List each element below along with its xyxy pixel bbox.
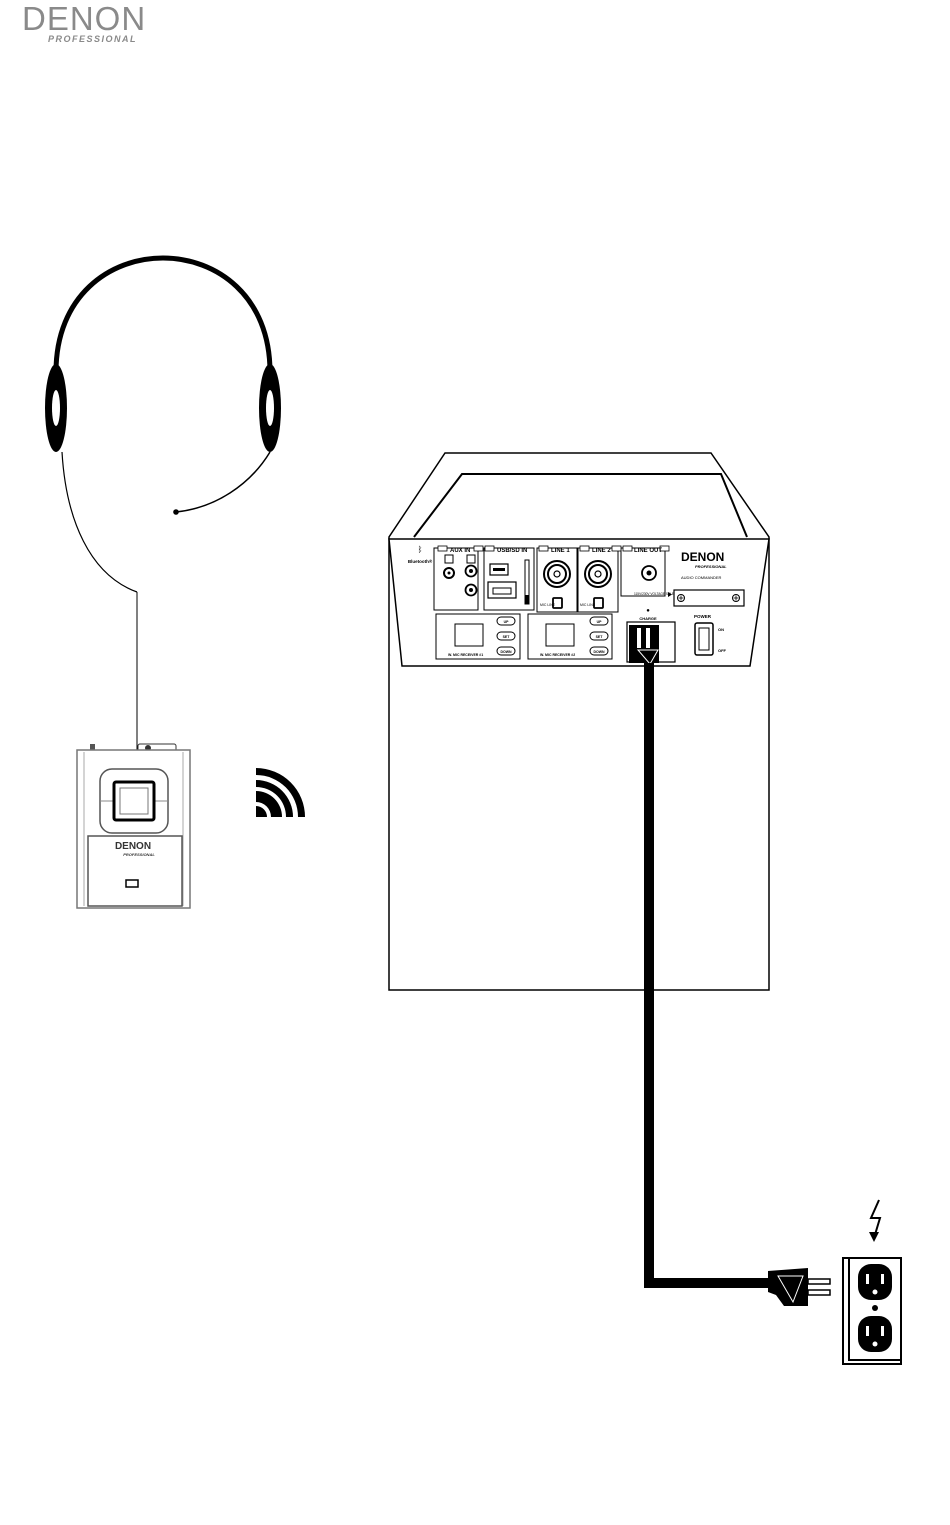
line1-mic-line: MIC LINE [540, 603, 556, 607]
wireless-signal-icon [256, 768, 305, 817]
headset-icon [45, 258, 281, 750]
beltpack-brand: DENON [115, 841, 151, 852]
receiver2-set-label: SET [596, 635, 604, 639]
line2-label: LINE 2 [592, 548, 611, 554]
power-on-label: ON [718, 627, 724, 632]
wall-outlet [843, 1258, 901, 1364]
beltpack-transmitter: DENON PROFESSIONAL [77, 744, 190, 908]
receiver2-up-label: UP [597, 620, 603, 624]
model-label: AUDIO COMMANDER [681, 575, 722, 580]
receiver1-set-label: SET [503, 635, 511, 639]
aux-in-label: AUX IN [450, 548, 470, 554]
speaker-cabinet [389, 453, 769, 990]
panel-brand: DENON [681, 550, 724, 564]
line-out-label: LINE OUT [634, 548, 662, 554]
rear-control-panel: ᛒ Bluetooth® AUX IN USB/SD IN LINE 1 LIN… [389, 539, 769, 666]
line1-label: LINE 1 [551, 548, 570, 554]
line2-mic-line: MIC LINE [580, 603, 596, 607]
bluetooth-label: Bluetooth® [408, 558, 433, 564]
panel-brand-sub: PROFESSIONAL [695, 564, 727, 569]
power-label: POWER [694, 614, 712, 619]
receiver2-down-label: DOWN [593, 650, 605, 654]
receiver1-down-label: DOWN [500, 650, 512, 654]
receiver1-label: W. MIC RECEIVER #1 [448, 653, 483, 657]
receiver2-label: W. MIC RECEIVER #2 [540, 653, 575, 657]
receiver1-up-label: UP [504, 620, 510, 624]
beltpack-brand-sub: PROFESSIONAL [123, 852, 155, 857]
power-off-label: OFF [718, 648, 727, 653]
charge-indicator-icon: ● [646, 608, 650, 614]
bluetooth-icon: ᛒ [418, 545, 423, 554]
lightning-bolt-icon [869, 1200, 880, 1242]
charge-label: CHARGE [639, 616, 657, 621]
voltage-select-label: 115V/230V VOLTAGE SELECT [634, 592, 678, 596]
usb-sd-in-label: USB/SD IN [497, 548, 527, 554]
